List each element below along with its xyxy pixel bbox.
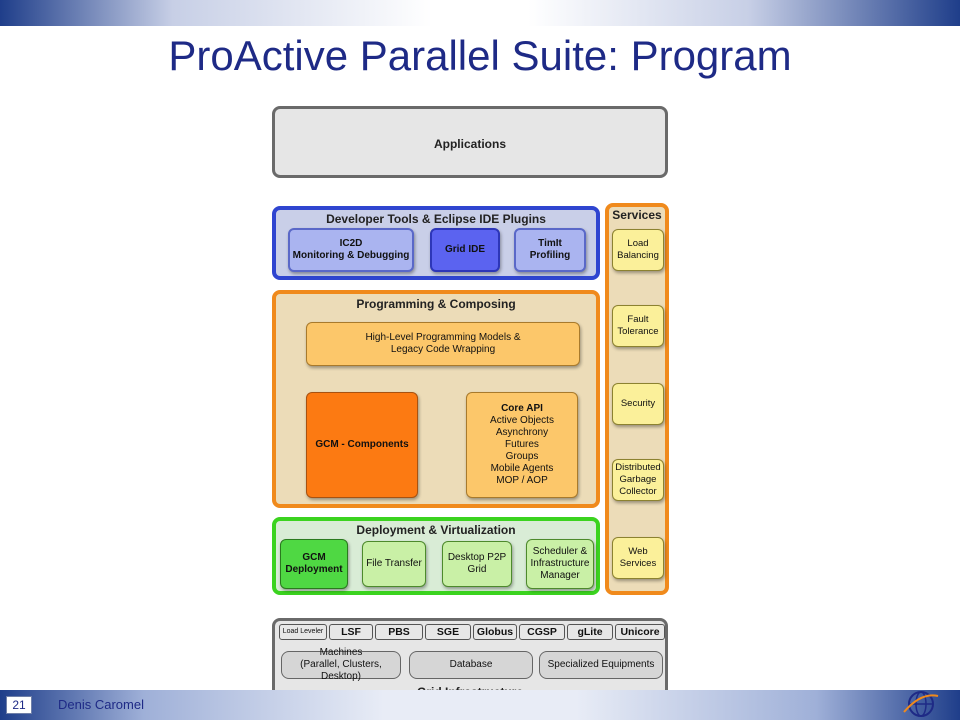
scheduler-load-leveler: Load Leveler [279,624,327,640]
grid-infrastructure-layer: Load Leveler LSF PBS SGE Globus CGSP gLi… [272,618,668,706]
services-column: Services Load Balancing Fault Tolerance … [605,203,669,595]
specialized-equipments-box: Specialized Equipments [539,651,663,679]
file-transfer-box: File Transfer [362,541,426,587]
grid-ide-box: Grid IDE [430,228,500,272]
globe-network-icon [900,688,942,720]
desktop-p2p-grid-box: Desktop P2P Grid [442,541,512,587]
database-box: Database [409,651,533,679]
ic2d-box: IC2D Monitoring & Debugging [288,228,414,272]
service-load-balancing: Load Balancing [612,229,664,271]
developer-tools-title: Developer Tools & Eclipse IDE Plugins [326,212,546,226]
programming-title: Programming & Composing [356,297,516,311]
core-api-title: Core API [501,403,543,414]
scheduler-globus: Globus [473,624,517,640]
gcm-components-box: GCM - Components [306,392,418,498]
scheduler-pbs: PBS [375,624,423,640]
top-decor-band [0,0,960,26]
applications-layer: Applications [272,106,668,178]
deployment-title: Deployment & Virtualization [356,523,516,537]
gcm-deployment-box: GCM Deployment [280,539,348,589]
deployment-virtualization-layer: Deployment & Virtualization GCM Deployme… [272,517,600,595]
scheduler-lsf: LSF [329,624,373,640]
scheduler-glite: gLite [567,624,613,640]
machines-box: Machines (Parallel, Clusters, Desktop) [281,647,401,682]
timit-box: TimIt Profiling [514,228,586,272]
service-fault-tolerance: Fault Tolerance [612,305,664,347]
scheduler-sge: SGE [425,624,471,640]
author-name: Denis Caromel [58,697,144,712]
slide-title: ProActive Parallel Suite: Program [168,32,792,79]
service-security: Security [612,383,664,425]
applications-label: Applications [433,137,506,151]
core-api-items: Active Objects Asynchrony Futures Groups… [490,415,554,486]
programming-composing-layer: Programming & Composing High-Level Progr… [272,290,600,508]
developer-tools-layer: Developer Tools & Eclipse IDE Plugins IC… [272,206,600,280]
scheduler-unicore: Unicore [615,624,665,640]
footer-band [0,690,960,720]
page-number: 21 [6,696,32,714]
high-level-models-box: High-Level Programming Models & Legacy C… [306,322,580,366]
scheduler-cgsp: CGSP [519,624,565,640]
services-title: Services [612,208,662,222]
core-api-box: Core API Active Objects Asynchrony Futur… [466,392,578,498]
service-garbage-collector: Distributed Garbage Collector [612,459,664,501]
scheduler-manager-box: Scheduler & Infrastructure Manager [526,539,594,589]
service-web-services: Web Services [612,537,664,579]
